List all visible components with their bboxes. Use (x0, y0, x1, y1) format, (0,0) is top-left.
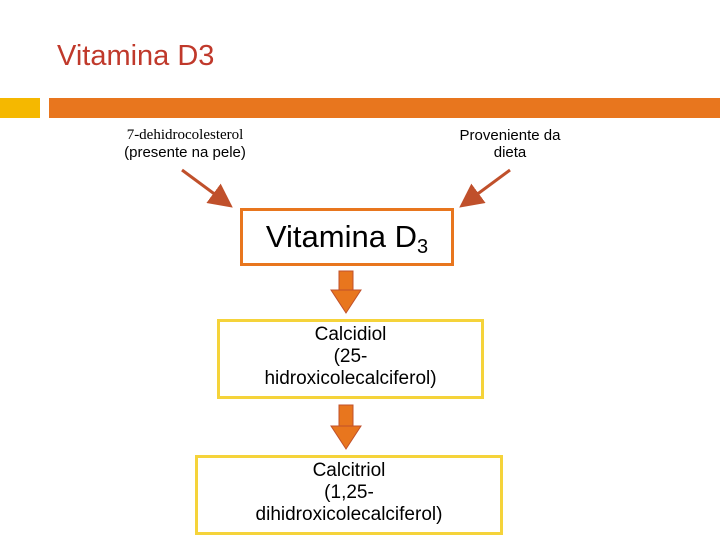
title-bar-accent-yellow (0, 98, 40, 118)
source-diet-line2: dieta (493, 144, 527, 161)
calcitriol-box: Calcitriol (1,25- dihidroxicolecalcifero… (195, 455, 503, 535)
arrow-skin-to-vitamin (181, 168, 233, 208)
vitamin-d3-subscript: 3 (416, 236, 429, 258)
source-skin-line2: (presente na pele) (124, 144, 246, 161)
calcidiol-formula-line2: hidroxicolecalciferol) (264, 368, 437, 389)
slide-title: Vitamina D3 (57, 40, 215, 72)
calcitriol-name: Calcitriol (312, 460, 386, 481)
vitamin-d3-box: Vitamina D3 (240, 208, 454, 266)
source-skin-line1: 7-dehidrocolesterol (126, 127, 244, 143)
arrow-calcidiol-to-calcitriol (330, 404, 362, 450)
source-diet-line1: Proveniente da (459, 127, 561, 144)
source-diet-label: Proveniente da dieta (430, 127, 590, 161)
calcidiol-name: Calcidiol (314, 324, 387, 345)
calcitriol-formula-line2: dihidroxicolecalciferol) (255, 504, 443, 525)
source-skin-label: 7-dehidrocolesterol (presente na pele) (110, 127, 260, 161)
calcidiol-box: Calcidiol (25- hidroxicolecalciferol) (217, 319, 484, 399)
vitamin-d3-label: Vitamina D (265, 219, 417, 254)
title-bar-accent-orange (49, 98, 720, 118)
arrow-vitamin-to-calcidiol (330, 270, 362, 314)
calcidiol-formula-line1: (25- (333, 346, 368, 367)
arrow-diet-to-vitamin (459, 168, 511, 208)
calcitriol-formula-line1: (1,25- (324, 482, 374, 503)
